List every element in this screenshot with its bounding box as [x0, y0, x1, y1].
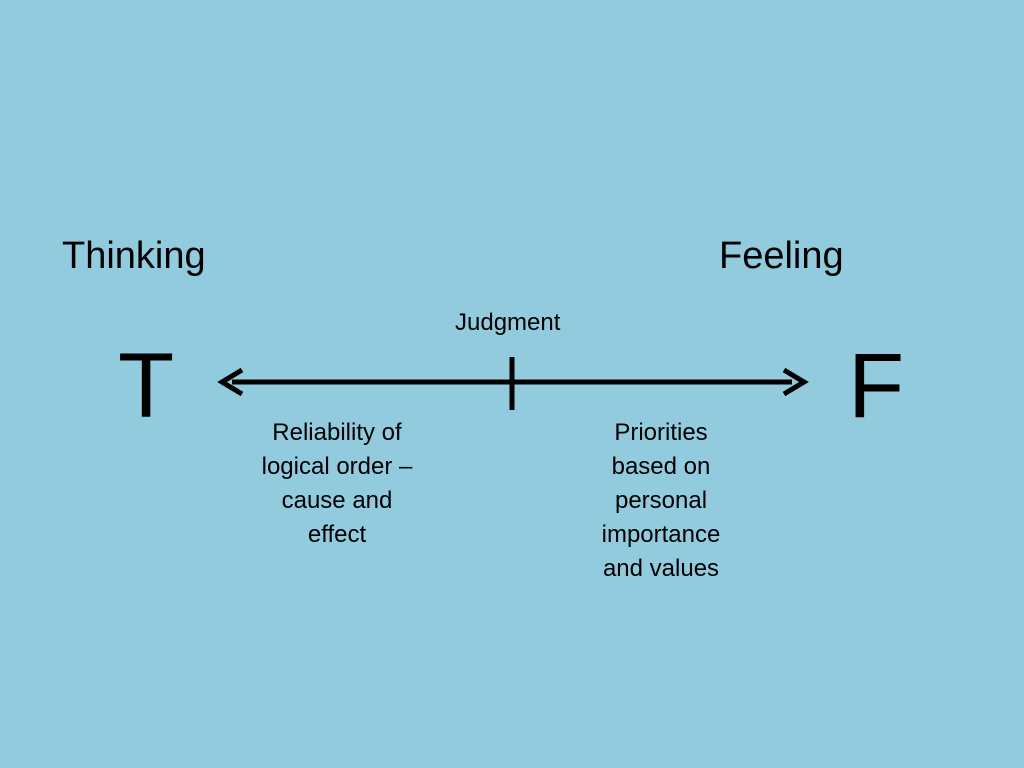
thinking-description: Reliability of logical order – cause and…	[261, 419, 413, 548]
right-arrowhead	[782, 367, 809, 397]
f-letter: F	[848, 335, 905, 437]
left-arrowhead	[217, 367, 244, 397]
feeling-description: Priorities based on personal importance …	[601, 419, 721, 582]
feeling-label: Feeling	[719, 235, 844, 277]
t-letter: T	[118, 335, 175, 437]
judgment-label: Judgment	[455, 309, 561, 336]
thinking-label: Thinking	[62, 235, 206, 277]
